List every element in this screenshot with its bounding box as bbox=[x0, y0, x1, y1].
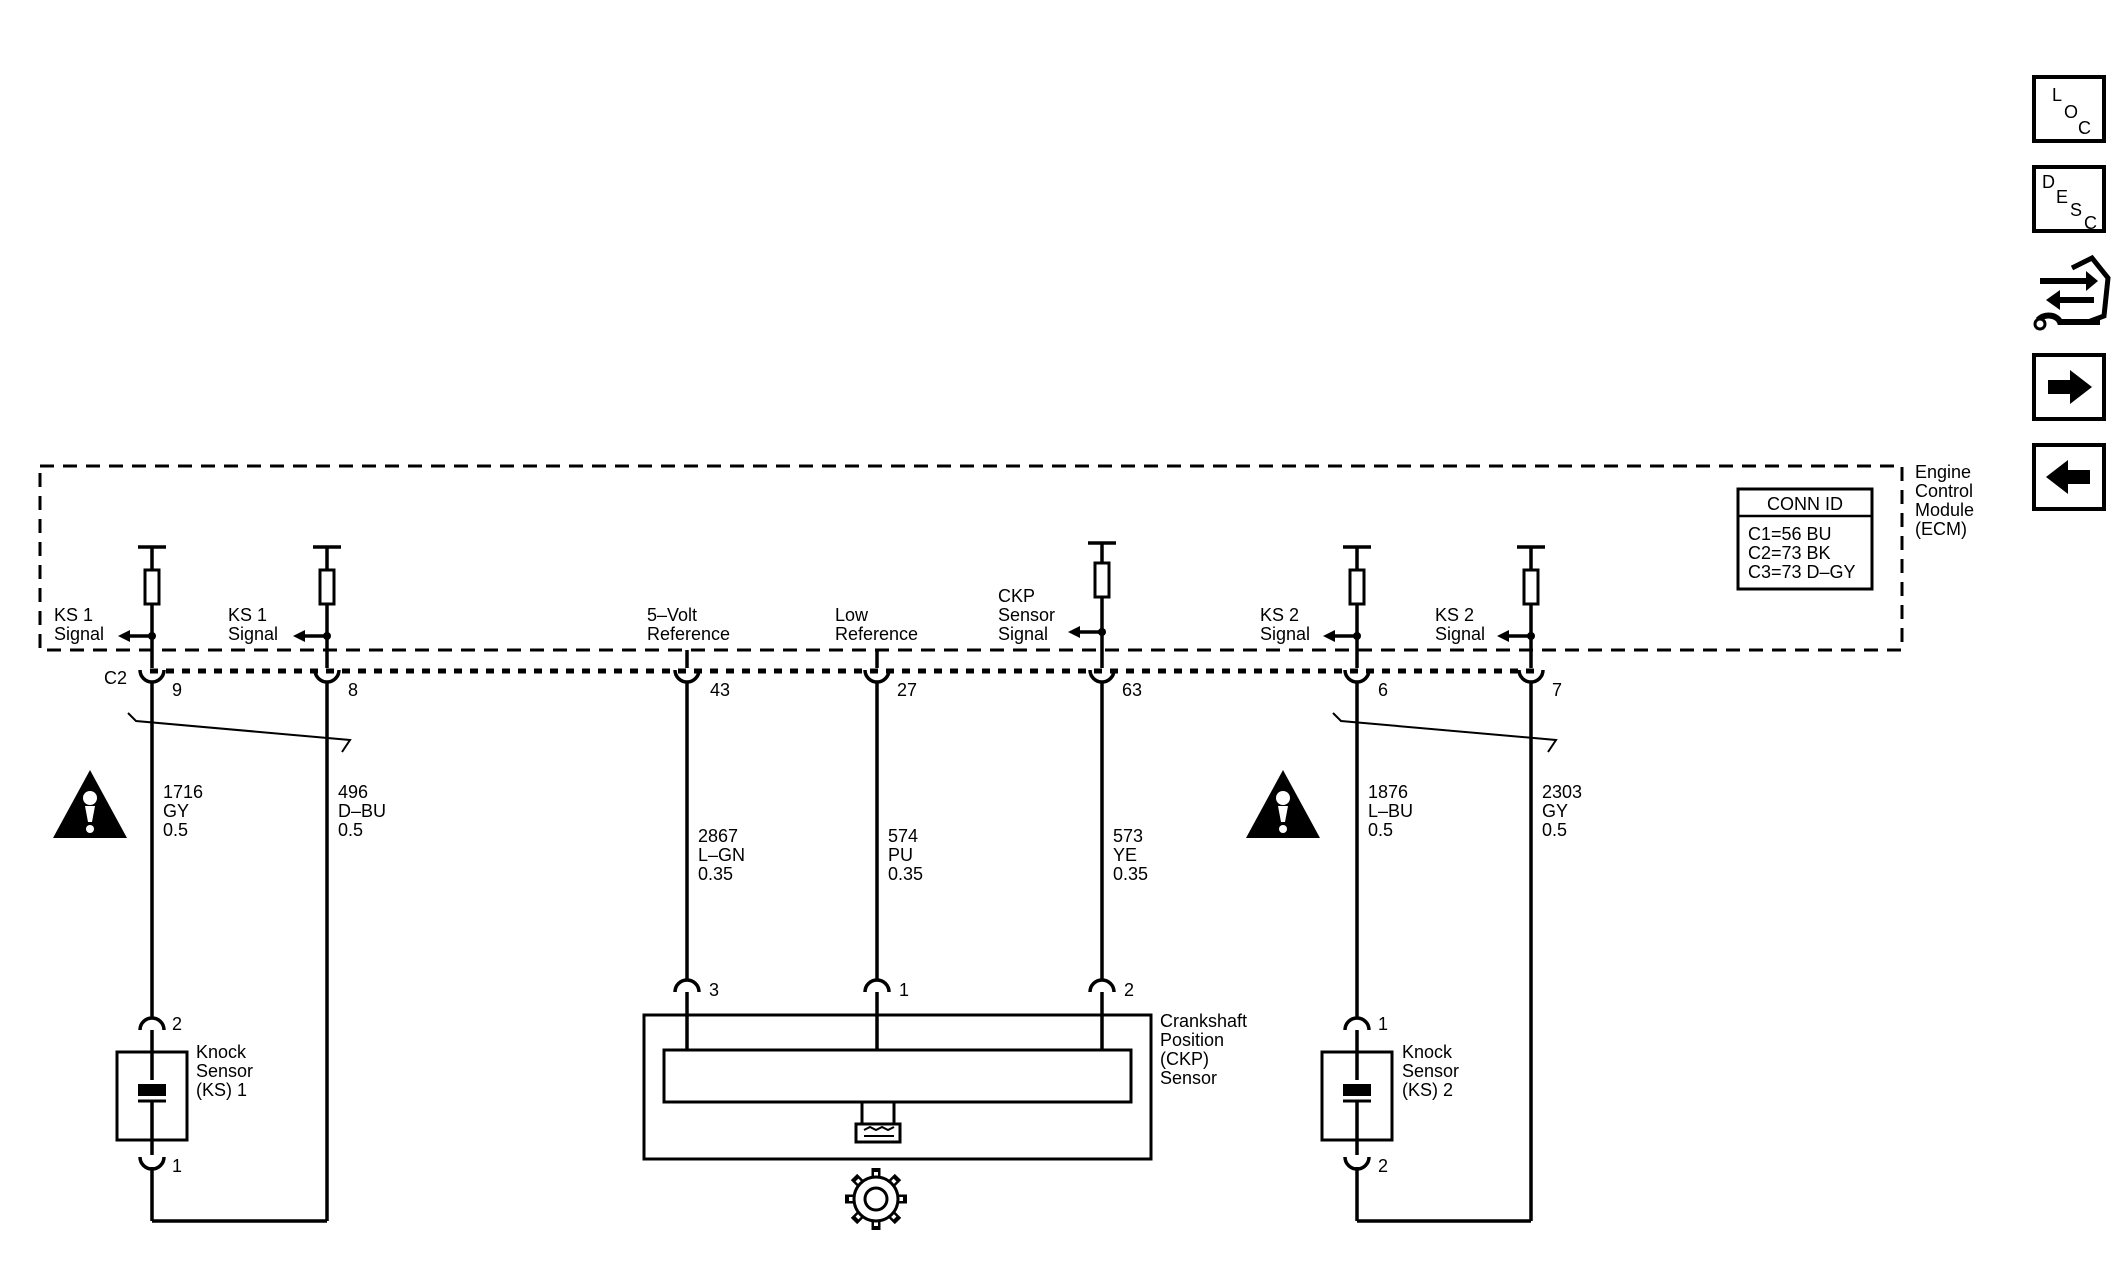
component-view-icon[interactable] bbox=[2033, 254, 2111, 331]
pin-number: 1 bbox=[172, 1156, 182, 1176]
pin-number: 1 bbox=[1378, 1014, 1388, 1034]
conn-id-box: CONN ID C1=56 BU C2=73 BK C3=73 D–GY bbox=[1736, 487, 1874, 591]
pin-number: 6 bbox=[1378, 680, 1388, 700]
ckp-sensor bbox=[642, 978, 1153, 1161]
ecm-module-boundary bbox=[38, 464, 1904, 652]
conn-id-line: C3=73 D–GY bbox=[1748, 562, 1856, 582]
desc-char: D bbox=[2042, 172, 2055, 192]
conn-id-line: C2=73 BK bbox=[1748, 543, 1831, 563]
desc-button[interactable]: D E S C bbox=[2032, 165, 2106, 233]
loc-char: L bbox=[2052, 85, 2062, 105]
desc-char: E bbox=[2056, 187, 2068, 207]
warning-icon bbox=[1246, 770, 1320, 838]
ecm-internal-circuits bbox=[118, 541, 1545, 668]
pin-number: 7 bbox=[1552, 680, 1562, 700]
gear-icon bbox=[845, 1168, 907, 1230]
pin-number: 2 bbox=[1378, 1156, 1388, 1176]
loc-button[interactable]: L O C bbox=[2032, 75, 2106, 143]
desc-char: S bbox=[2070, 200, 2082, 220]
loc-char: O bbox=[2064, 102, 2078, 122]
pin-number: 63 bbox=[1122, 680, 1142, 700]
pin-number: 27 bbox=[897, 680, 917, 700]
pin-number: 1 bbox=[899, 980, 909, 1000]
connector-label: C2 bbox=[104, 668, 127, 688]
ecm-label: Engine Control Module (ECM) bbox=[1915, 462, 1979, 539]
harness-wires bbox=[127, 682, 1558, 1223]
pin-number: 8 bbox=[348, 680, 358, 700]
conn-id-title: CONN ID bbox=[1767, 494, 1843, 514]
desc-char: C bbox=[2084, 213, 2097, 233]
pin-number: 43 bbox=[710, 680, 730, 700]
pin-number: 3 bbox=[709, 980, 719, 1000]
loc-char: C bbox=[2078, 118, 2091, 138]
next-arrow-icon[interactable] bbox=[2032, 353, 2106, 421]
previous-arrow-icon[interactable] bbox=[2032, 443, 2106, 511]
pin-number: 9 bbox=[172, 680, 182, 700]
pin-number: 2 bbox=[172, 1014, 182, 1034]
knock-sensor-2 bbox=[1320, 1005, 1394, 1171]
knock-sensor-1 bbox=[115, 1005, 189, 1171]
conn-id-line: C1=56 BU bbox=[1748, 524, 1832, 544]
warning-icon bbox=[53, 770, 127, 838]
pin-number: 2 bbox=[1124, 980, 1134, 1000]
